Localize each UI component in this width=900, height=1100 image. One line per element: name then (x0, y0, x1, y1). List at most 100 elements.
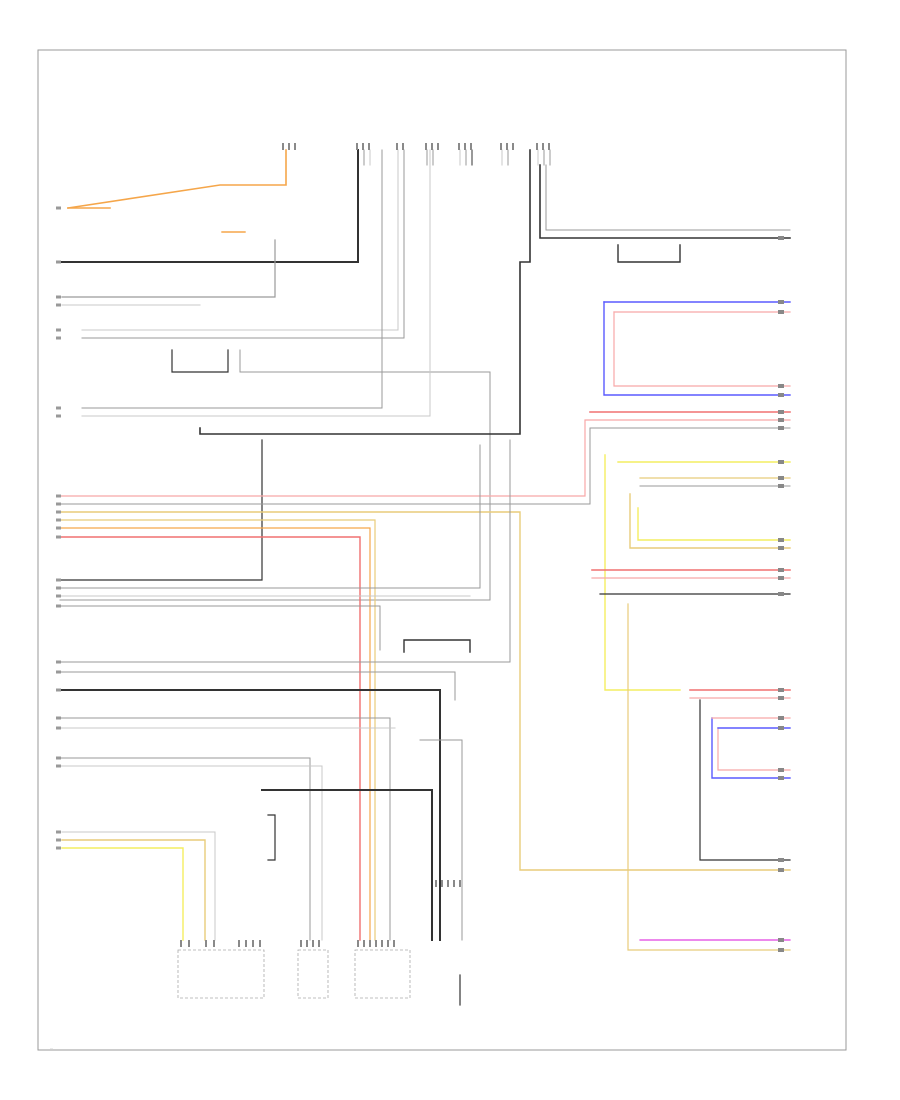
wire-loop-262 (617, 244, 681, 263)
wire-black-top (61, 149, 359, 263)
hv-ecu-c-pin (238, 940, 240, 947)
right-connector-pin (778, 538, 784, 542)
ecu-connector-e-pin (500, 143, 502, 150)
transmission-connector-pin (282, 143, 284, 150)
component-group (56, 143, 784, 999)
left-connector-pin (56, 604, 61, 608)
wire-pink-inner (613, 311, 791, 387)
right-connector-pin (778, 476, 784, 480)
wire-lg-416 (81, 149, 431, 417)
hv-ecu-c-pin (259, 940, 261, 947)
ps-ecu-pin (357, 940, 359, 947)
ecu-connector-c-pin (431, 143, 433, 150)
right-connector-pin (778, 236, 784, 240)
left-connector-pin (56, 660, 61, 664)
ecu-connector-f-pin (536, 143, 538, 150)
right-connector-pin (778, 568, 784, 572)
right-connector-pin (778, 726, 784, 730)
left-connector-pin (56, 535, 61, 539)
hv-ecu-c-pin (245, 940, 247, 947)
wire-black-860 (699, 699, 791, 861)
left-connector-pin (56, 414, 61, 418)
ecu-connector-a-pin (368, 143, 370, 150)
wire-relay-top (403, 639, 471, 653)
wire-blue-778 (711, 717, 791, 779)
wire-gray-588 (59, 444, 481, 589)
sensor-pin (312, 940, 314, 947)
ecu-connector-b-pin (402, 143, 404, 150)
ps-ecu-pin (375, 940, 377, 947)
wire-black-580 (59, 439, 263, 581)
right-connector-pin (778, 776, 784, 780)
ps-ecu-pin (393, 940, 395, 947)
left-connector-pin (56, 846, 61, 850)
junction-pin (435, 880, 437, 887)
ecu-connector-c-pin (437, 143, 439, 150)
ecu-connector-a-pin (362, 143, 364, 150)
left-connector-pin (56, 756, 61, 760)
left-connector-pin (56, 206, 61, 210)
wire-black-690 (59, 689, 441, 941)
diagram-frame (37, 49, 847, 1051)
left-connector-pin (56, 764, 61, 768)
junction-pin (441, 880, 443, 887)
ecu-connector-e-pin (512, 143, 514, 150)
right-connector-pin (778, 948, 784, 952)
wire-group (59, 149, 791, 1006)
wire-gray-297 (61, 239, 276, 298)
left-connector-pin (56, 260, 61, 264)
hv-ecu-pin (188, 940, 190, 947)
junction-pin (459, 880, 461, 887)
left-connector-pin (56, 716, 61, 720)
left-connector-pin (56, 594, 61, 598)
sensor-pin (318, 940, 320, 947)
right-connector-pin (778, 393, 784, 397)
right-connector-pin (778, 310, 784, 314)
wire-yellow-540 (637, 507, 791, 541)
wire-gray-504 (59, 427, 791, 505)
ecu-connector-f-pin (542, 143, 544, 150)
right-connector-pin (778, 484, 784, 488)
ecu-connector-b-pin (396, 143, 398, 150)
wire-loop-right (267, 814, 276, 861)
hv-ecu-c-pin (252, 940, 254, 947)
left-connector-pin (56, 336, 61, 340)
ecu-connector-a-pin (356, 143, 358, 150)
junction-pin (447, 880, 449, 887)
hybrid-vehicle-control-ecu-connector (177, 949, 265, 999)
wire-tan-840 (61, 839, 206, 941)
ecu-connector-d-pin (458, 143, 460, 150)
right-connector-pin (778, 592, 784, 596)
wire-tan-520 (59, 519, 376, 941)
sensor-connector (297, 949, 329, 999)
right-connector-pin (778, 688, 784, 692)
transmission-connector-pin (294, 143, 296, 150)
right-connector-pin (778, 858, 784, 862)
ecu-connector-d-pin (464, 143, 466, 150)
left-connector-pin (56, 688, 61, 692)
left-connector-pin (56, 328, 61, 332)
left-connector-pin (56, 586, 61, 590)
ecu-connector-e-pin (506, 143, 508, 150)
right-connector-pin (778, 696, 784, 700)
junction-pin (453, 880, 455, 887)
left-connector-pin (56, 526, 61, 530)
left-connector-pin (56, 838, 61, 842)
wire-black-790 (261, 789, 433, 941)
wire-lg-766 (59, 765, 323, 941)
wire-gray-338 (81, 149, 405, 339)
right-connector-pin (778, 938, 784, 942)
wire-gray-long (59, 349, 491, 601)
right-connector-pin (778, 546, 784, 550)
hv-ecu-b-pin (213, 940, 215, 947)
wire-yellow-block (604, 454, 681, 691)
wire-blue-left (603, 301, 791, 396)
right-connector-pin (778, 384, 784, 388)
wire-yellow-848 (61, 847, 184, 941)
right-connector-pin (778, 716, 784, 720)
ecu-connector-f-pin (548, 143, 550, 150)
left-connector-pin (56, 578, 61, 582)
left-connector-pin (56, 295, 61, 299)
wire-black-434 (199, 149, 531, 435)
